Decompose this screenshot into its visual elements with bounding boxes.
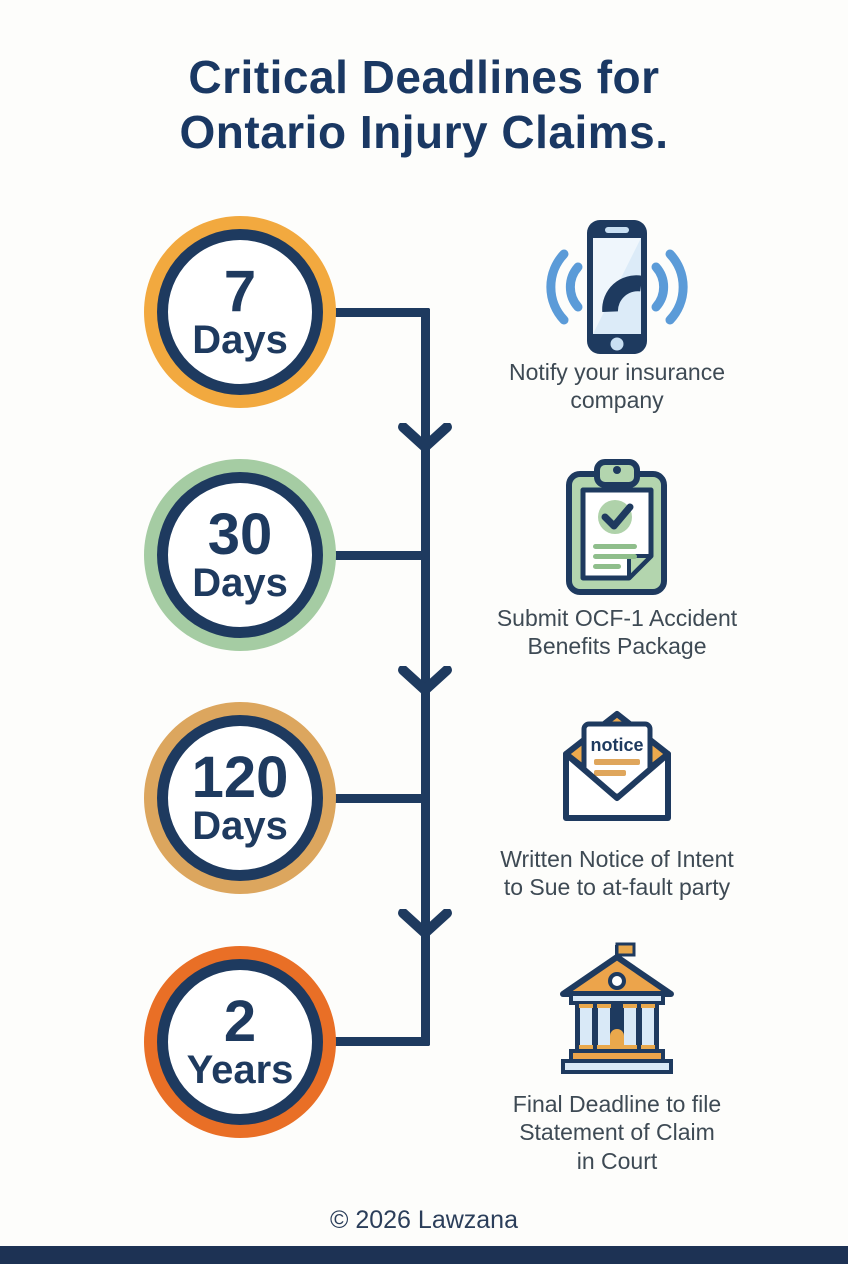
deadline-circle-inner: 2 Years bbox=[157, 959, 323, 1125]
step-caption-statement-of-claim: Final Deadline to file Statement of Clai… bbox=[512, 1091, 722, 1174]
notice-envelope-icon: notice bbox=[563, 711, 671, 821]
deadline-unit: Years bbox=[186, 1047, 294, 1092]
step-caption-written-notice: Written Notice of Intent to Sue to at-fa… bbox=[500, 846, 734, 901]
bottom-accent-bar bbox=[0, 1246, 848, 1264]
deadline-unit: Days bbox=[192, 803, 288, 848]
copyright-text: © 2026 Lawzana bbox=[329, 1206, 518, 1234]
deadline-number: 7 bbox=[223, 259, 257, 325]
envelope-notice-label: notice bbox=[590, 735, 643, 755]
timeline-connector-1 bbox=[334, 308, 430, 317]
deadline-circle-2-years: 2 Years bbox=[144, 946, 336, 1138]
deadline-circle-inner: 7 Days bbox=[157, 229, 323, 395]
timeline-vertical-line bbox=[421, 308, 430, 1046]
deadline-circle-inner: 120 Days bbox=[157, 715, 323, 881]
step-caption-notify-insurance: Notify your insurance company bbox=[508, 359, 726, 414]
deadline-circle-30-days: 30 Days bbox=[144, 459, 336, 651]
timeline-connector-3 bbox=[334, 794, 430, 803]
deadline-number: 30 bbox=[207, 502, 273, 568]
ringing-phone-icon bbox=[546, 220, 688, 354]
deadline-circle-7-days: 7 Days bbox=[144, 216, 336, 408]
step-caption-submit-ocf1: Submit OCF-1 Accident Benefits Package bbox=[496, 605, 738, 660]
deadline-number: 2 bbox=[223, 989, 257, 1055]
arrow-down-icon bbox=[398, 909, 452, 938]
arrow-down-icon bbox=[398, 666, 452, 695]
deadline-number: 120 bbox=[191, 745, 289, 811]
clipboard-check-icon bbox=[566, 459, 667, 595]
deadline-unit: Days bbox=[192, 317, 288, 362]
deadline-circle-inner: 30 Days bbox=[157, 472, 323, 638]
timeline-connector-2 bbox=[334, 551, 430, 560]
page-title: Critical Deadlines for Ontario Injury Cl… bbox=[179, 51, 669, 159]
deadline-unit: Days bbox=[192, 560, 288, 605]
arrow-down-icon bbox=[398, 423, 452, 452]
timeline-connector-4 bbox=[334, 1037, 430, 1046]
courthouse-icon bbox=[560, 942, 674, 1074]
deadline-circle-120-days: 120 Days bbox=[144, 702, 336, 894]
